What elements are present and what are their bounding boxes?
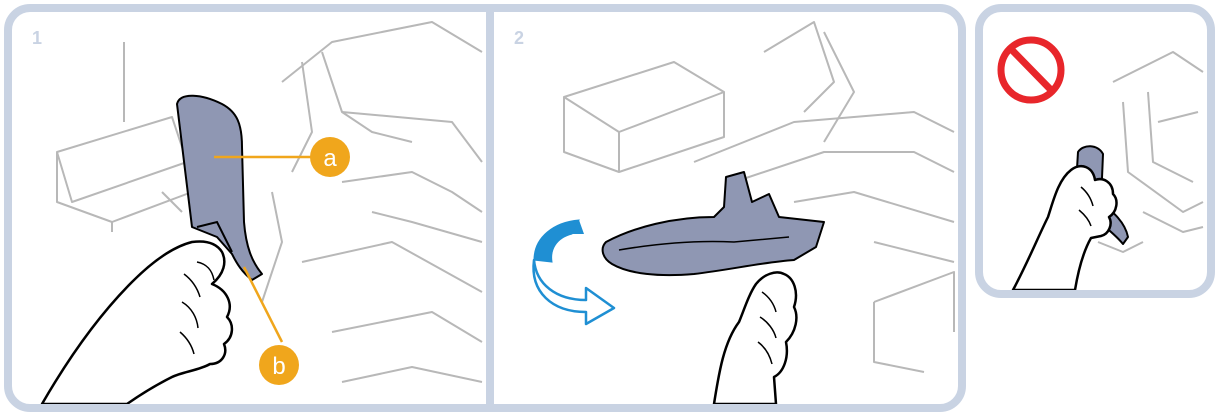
step-1-illustration: a b bbox=[12, 12, 486, 404]
callout-b: b bbox=[259, 345, 299, 385]
rotate-arrow-icon bbox=[534, 220, 614, 324]
callout-b-leader bbox=[244, 267, 282, 342]
step-1-panel: 1 bbox=[12, 12, 486, 404]
callout-b-label: b bbox=[272, 353, 285, 380]
hand bbox=[714, 272, 796, 404]
step-2-illustration bbox=[494, 12, 958, 404]
hand bbox=[1013, 166, 1116, 290]
tray bbox=[603, 172, 824, 275]
panel-divider bbox=[486, 12, 494, 404]
prohibited-action-frame bbox=[975, 4, 1215, 298]
prohibited-illustration bbox=[983, 12, 1207, 290]
prohibition-icon bbox=[1001, 40, 1061, 100]
step-2-panel: 2 bbox=[494, 12, 958, 404]
instruction-frame: 1 bbox=[4, 4, 966, 412]
callout-a-label: a bbox=[323, 145, 337, 172]
hand bbox=[42, 241, 232, 404]
callout-a: a bbox=[310, 137, 350, 177]
